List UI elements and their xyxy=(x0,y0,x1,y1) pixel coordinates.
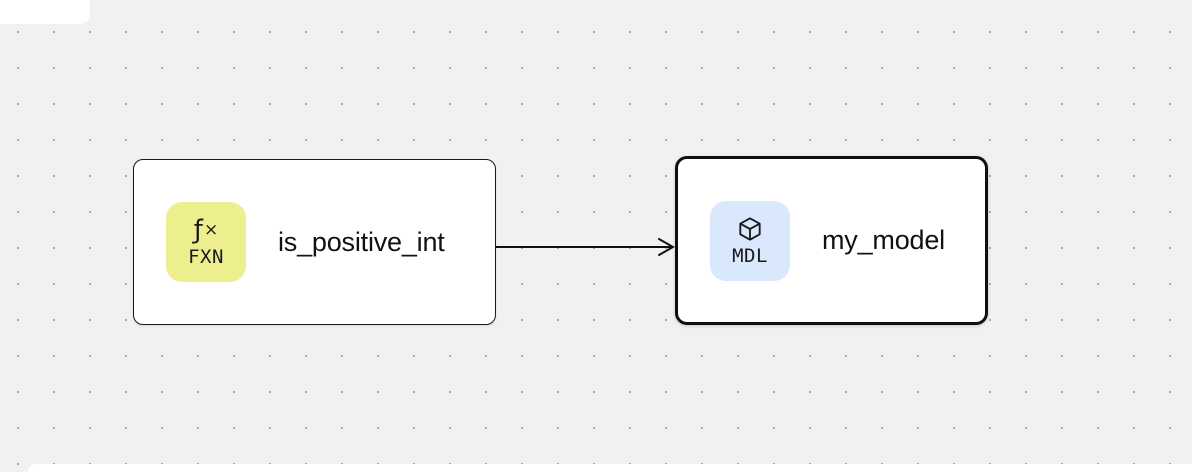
function-badge: ƒ × FXN xyxy=(166,202,246,282)
badge-label: FXN xyxy=(188,246,224,269)
top-left-panel-corner xyxy=(0,0,90,24)
cube-icon xyxy=(736,214,764,244)
badge-label: MDL xyxy=(732,244,768,267)
node-my-model[interactable]: MDL my_model xyxy=(675,156,988,325)
bottom-panel-edge xyxy=(28,464,1192,472)
arrowhead-icon xyxy=(658,238,676,256)
function-icon: ƒ × xyxy=(194,215,218,245)
fx-glyph-f: ƒ xyxy=(193,215,203,246)
node-label: is_positive_int xyxy=(278,226,445,257)
fx-glyph-x: × xyxy=(203,219,219,240)
edge-arrow[interactable] xyxy=(494,235,678,259)
node-label: my_model xyxy=(822,225,945,255)
node-is-positive-int[interactable]: ƒ × FXN is_positive_int xyxy=(133,159,496,325)
model-badge: MDL xyxy=(710,200,790,281)
